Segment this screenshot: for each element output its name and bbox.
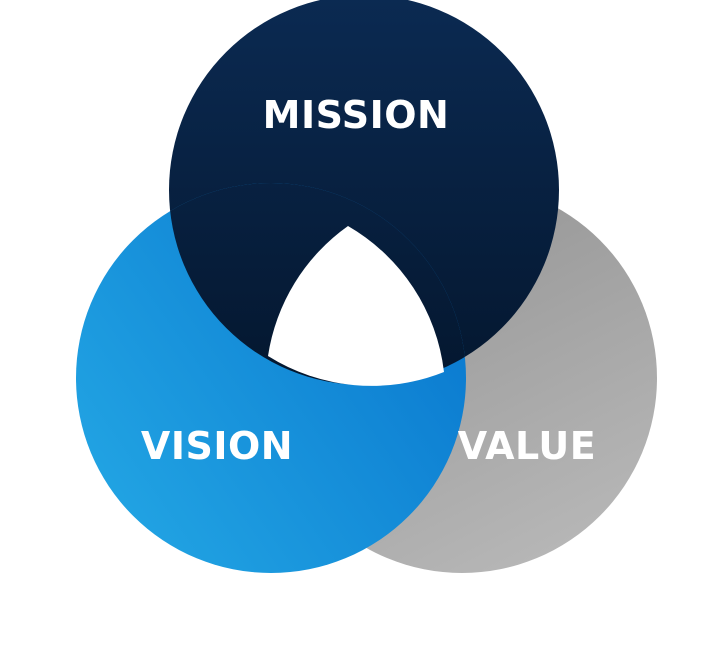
- mission-label: MISSION: [263, 93, 450, 137]
- value-label: VALUE: [458, 424, 596, 468]
- vision-label: VISION: [141, 424, 293, 468]
- center-region: [268, 226, 444, 386]
